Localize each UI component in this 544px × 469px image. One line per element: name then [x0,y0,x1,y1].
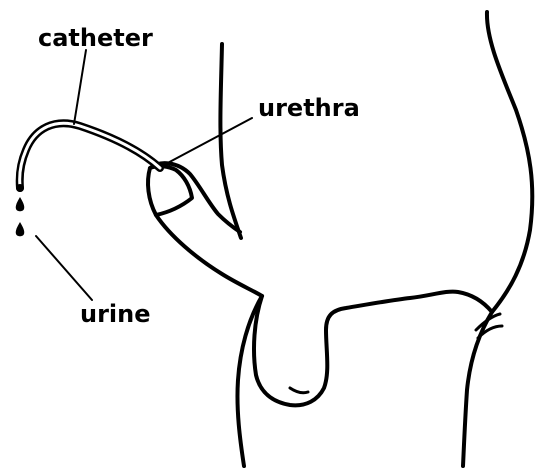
catheter-tip [16,184,24,192]
urethra-leader-line [162,118,252,166]
penis-underside [156,215,262,296]
urine-leader-line [36,236,92,300]
catheter-tube-outer [20,123,160,188]
catheter-label: catheter [38,24,153,52]
urethra-label: urethra [258,94,360,122]
urine-drop-2 [16,222,25,236]
urine-label: urine [80,300,151,328]
glans [148,166,192,215]
scrotum-fold [290,388,308,393]
abdomen-contour [220,44,241,238]
catheter-leader-line [74,50,86,124]
urine-drop-1 [16,197,25,211]
back-contour [463,12,532,466]
